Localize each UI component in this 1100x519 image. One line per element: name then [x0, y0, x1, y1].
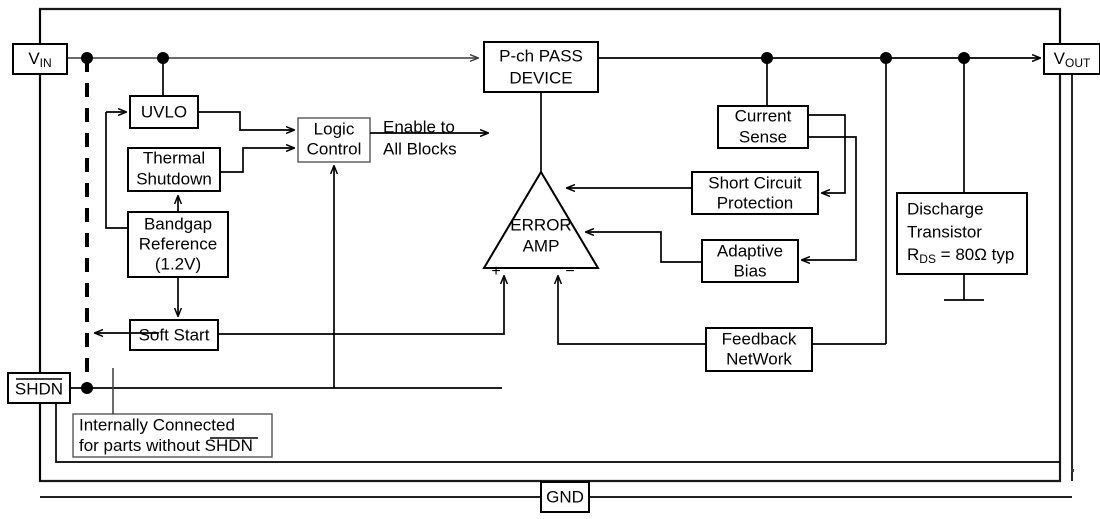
current-sense-label-1: Current — [735, 106, 792, 125]
bandgap-label-3: (1.2V) — [155, 254, 201, 273]
block-feedback-network: Feedback NetWork — [558, 276, 886, 372]
pin-vin: VIN — [12, 43, 68, 75]
logic-control-label-2: Control — [307, 139, 362, 158]
uvlo-label: UVLO — [141, 102, 187, 121]
feedback-network-label-1: Feedback — [722, 329, 797, 348]
svg-text:for parts without SHDN: for parts without SHDN — [79, 436, 253, 455]
block-short-circuit-protection: Short Circuit Protection — [567, 171, 819, 215]
annotation-enable: Enable to All Blocks — [383, 117, 457, 158]
discharge-rds-rest: = 80Ω typ — [936, 245, 1014, 264]
current-sense-label-2: Sense — [739, 127, 787, 146]
block-error-amp: ERROR AMP + − — [482, 170, 600, 280]
thermal-shutdown-label-1: Thermal — [143, 148, 205, 167]
svg-text:RDS = 80Ω typ: RDS = 80Ω typ — [907, 245, 1014, 266]
pin-vin-sub: IN — [40, 56, 52, 70]
error-amp-plus: + — [491, 263, 500, 280]
annotation-internal-note: Internally Connected for parts without S… — [72, 368, 273, 458]
pass-device-label-1: P-ch PASS — [499, 46, 583, 65]
pin-vout-label: V — [1054, 49, 1066, 68]
pin-vout-sub: OUT — [1065, 56, 1091, 70]
block-pass-device: P-ch PASS DEVICE — [483, 41, 599, 172]
short-circuit-label-1: Short Circuit — [708, 173, 802, 192]
bandgap-label-1: Bandgap — [144, 214, 212, 233]
short-circuit-label-2: Protection — [717, 193, 794, 212]
discharge-rds-sub: DS — [919, 252, 936, 266]
internal-note-label-2-prefix: for parts without — [79, 436, 205, 455]
stray-mark — [1071, 469, 1074, 472]
error-amp-minus: − — [565, 263, 574, 280]
vin-rail-wires — [39, 9, 478, 481]
pin-shdn: SHDN — [7, 372, 1060, 463]
enable-label-1: Enable to — [383, 117, 455, 136]
enable-label-2: All Blocks — [383, 139, 457, 158]
block-current-sense: Current Sense — [717, 105, 857, 260]
adaptive-bias-label-1: Adaptive — [717, 241, 783, 260]
discharge-transistor-label-2: Transistor — [907, 222, 982, 241]
uvlo-bandgap-return-path — [105, 112, 130, 229]
bandgap-label-2: Reference — [139, 234, 217, 253]
block-uvlo: UVLO — [105, 95, 294, 229]
error-amp-label-2: AMP — [523, 236, 560, 255]
pin-gnd: GND — [40, 481, 1072, 513]
pass-device-label-2: DEVICE — [509, 68, 572, 87]
svg-text:VIN: VIN — [28, 49, 51, 70]
thermal-shutdown-label-2: Shutdown — [136, 169, 212, 188]
block-soft-start: Soft Start — [95, 276, 504, 351]
block-discharge-transistor: Discharge Transistor RDS = 80Ω typ — [896, 192, 1028, 301]
block-logic-control: Logic Control — [297, 117, 488, 388]
svg-text:VOUT: VOUT — [1054, 49, 1091, 70]
pin-shdn-label: SHDN — [15, 379, 63, 398]
pin-vin-label: V — [28, 49, 40, 68]
adaptive-bias-label-2: Bias — [733, 261, 766, 280]
pin-gnd-label: GND — [546, 487, 584, 506]
internal-note-label-1: Internally Connected — [79, 415, 235, 434]
error-amp-label-1: ERROR — [510, 215, 571, 234]
feedback-network-label-2: NetWork — [726, 349, 792, 368]
logic-control-label-1: Logic — [314, 119, 355, 138]
block-adaptive-bias: Adaptive Bias — [586, 232, 799, 283]
internal-note-label-2-shdn: SHDN — [205, 436, 253, 455]
soft-start-label: Soft Start — [139, 325, 210, 344]
discharge-transistor-label-1: Discharge — [907, 199, 984, 218]
pin-vout: VOUT — [1043, 43, 1100, 75]
discharge-rds-prefix: R — [907, 245, 919, 264]
block-bandgap-reference: Bandgap Reference (1.2V) — [127, 196, 229, 316]
block-thermal-shutdown: Thermal Shutdown — [127, 148, 294, 192]
